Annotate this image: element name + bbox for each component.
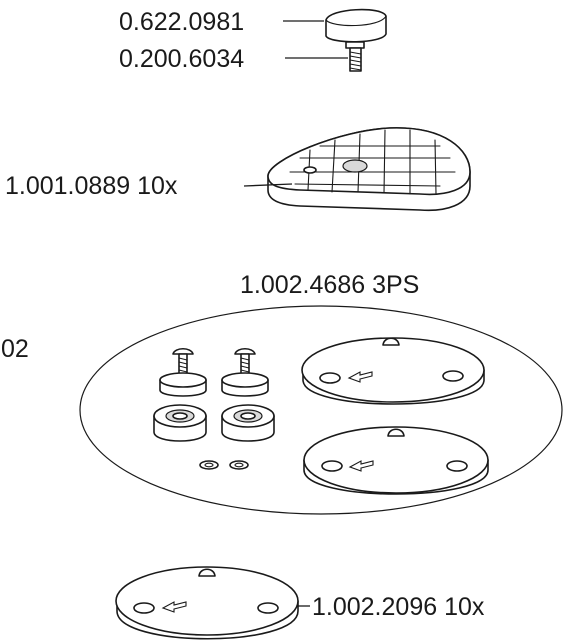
glide-disc-lower [303, 426, 489, 495]
screw-part [345, 41, 365, 72]
washers [199, 460, 249, 470]
kit-partial-label: 02 [1, 335, 29, 363]
bearing-right [221, 404, 275, 442]
kit-part-number: 1.002.4686 3PS [240, 271, 419, 299]
bearing-left [153, 404, 207, 442]
glide-disc-upper [301, 337, 485, 405]
thumb-screw-left [159, 347, 207, 397]
thumb-screw-right [221, 347, 269, 397]
plate-leader [243, 183, 293, 187]
plate-part-number: 1.001.0889 10x [5, 172, 178, 200]
disc-part-number: 1.002.2096 10x [312, 593, 485, 621]
glide-disc-part [115, 566, 299, 640]
screw-part-number: 0.200.6034 [119, 45, 244, 73]
knob-part-number: 0.622.0981 [119, 8, 244, 36]
grid-plate-part [267, 127, 471, 212]
knob-part [325, 8, 387, 43]
